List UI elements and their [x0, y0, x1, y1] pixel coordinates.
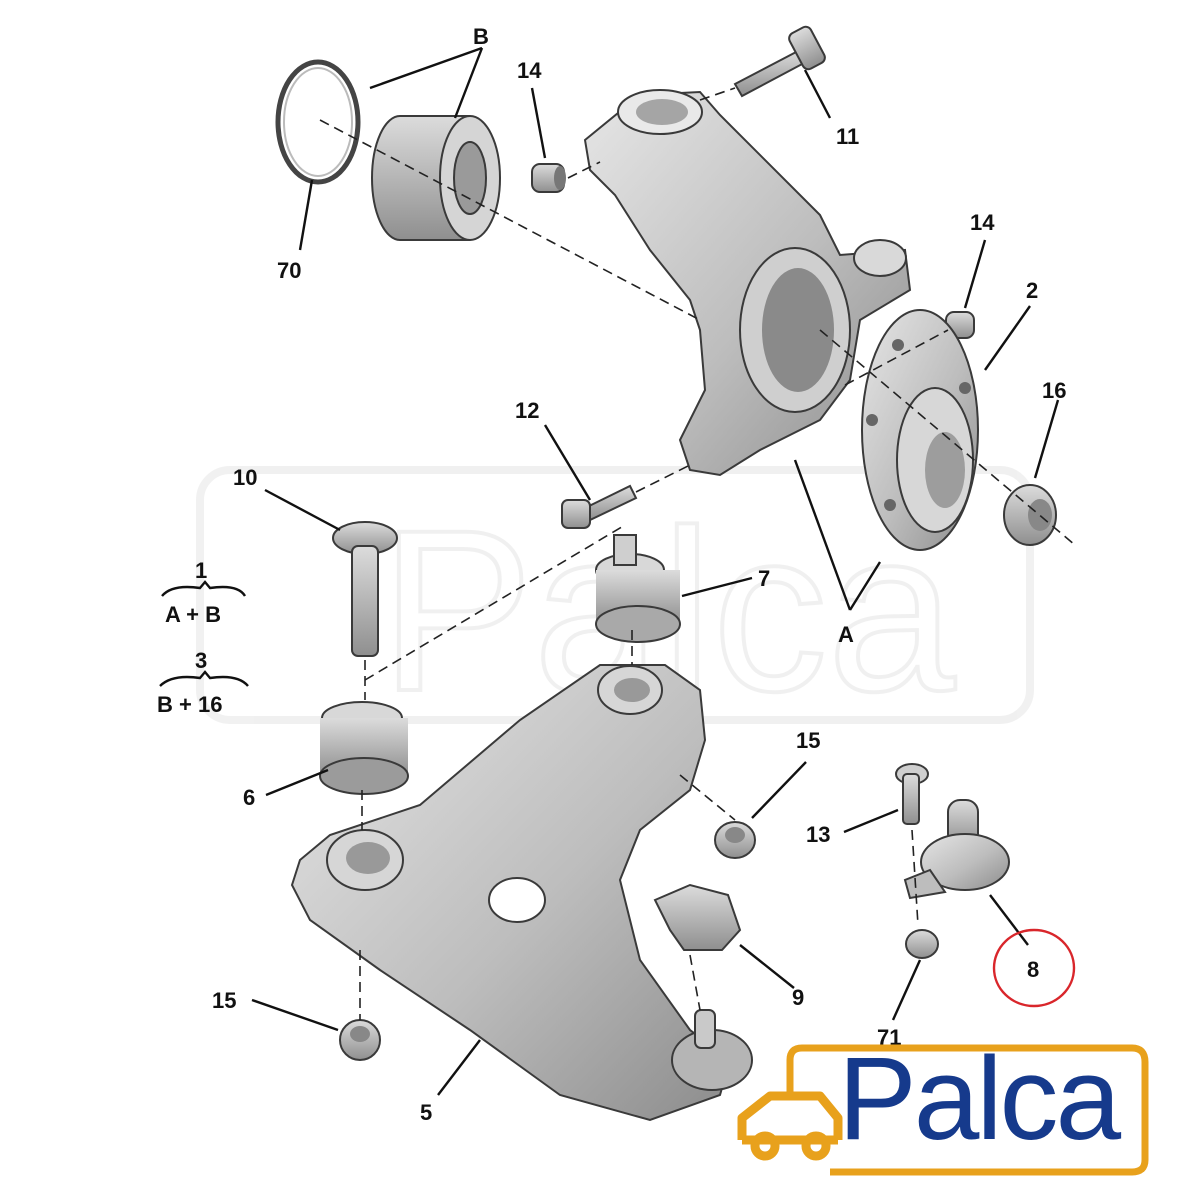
wheel-bearing	[371, 115, 501, 241]
callout-14-right: 14	[970, 210, 995, 235]
callout-B: B	[473, 24, 489, 49]
nut-upper	[531, 163, 566, 193]
callout-16: 16	[1042, 378, 1066, 403]
callout-7: 7	[758, 566, 770, 591]
callout-14-upper: 14	[517, 58, 542, 83]
nut-15-middle	[714, 821, 756, 859]
callout-2: 2	[1026, 278, 1038, 303]
kit-3-number: 3	[195, 648, 207, 673]
callout-15-left: 15	[212, 988, 236, 1013]
kit-1-number: 1	[195, 558, 207, 583]
callout-70: 70	[277, 258, 301, 283]
callout-8: 8	[1027, 957, 1039, 982]
ball-joint-cover	[653, 883, 742, 951]
highlight-circle	[992, 928, 1076, 1008]
nut-15-lower	[339, 1019, 381, 1061]
callout-10: 10	[233, 465, 257, 490]
callout-15-right: 15	[796, 728, 820, 753]
bolt-12	[561, 484, 638, 529]
kit-legend: 1 A + B 3 B + 16	[157, 558, 249, 717]
wheel-hub	[861, 309, 979, 551]
callout-13: 13	[806, 822, 830, 847]
leader-lines	[251, 46, 1060, 1096]
kit-1-formula: A + B	[165, 602, 221, 627]
kit-3-formula: B + 16	[157, 692, 222, 717]
circlip-ring	[275, 59, 361, 185]
kit-1-brace	[161, 580, 247, 597]
callout-5: 5	[420, 1100, 432, 1125]
palca-logo	[737, 1044, 1149, 1176]
callout-9: 9	[792, 985, 804, 1010]
assembly-axes	[319, 87, 1076, 1020]
hub-nut	[1003, 484, 1057, 546]
bushing-rear	[595, 534, 681, 643]
callout-6: 6	[243, 785, 255, 810]
steering-knuckle	[583, 89, 912, 477]
callout-A: A	[838, 622, 854, 647]
car-icon	[737, 1091, 843, 1161]
ball-joint	[903, 799, 1010, 900]
bolt-13	[895, 763, 929, 825]
lower-control-arm	[290, 664, 753, 1122]
nut-71	[905, 929, 939, 959]
callout-11: 11	[836, 124, 859, 149]
palca-logo-text: Palca	[838, 1033, 1121, 1165]
bushing-front	[319, 701, 409, 795]
callout-12: 12	[515, 398, 539, 423]
kit-3-brace	[159, 670, 249, 687]
bolt-10	[332, 521, 398, 657]
bolt-11	[733, 25, 826, 98]
